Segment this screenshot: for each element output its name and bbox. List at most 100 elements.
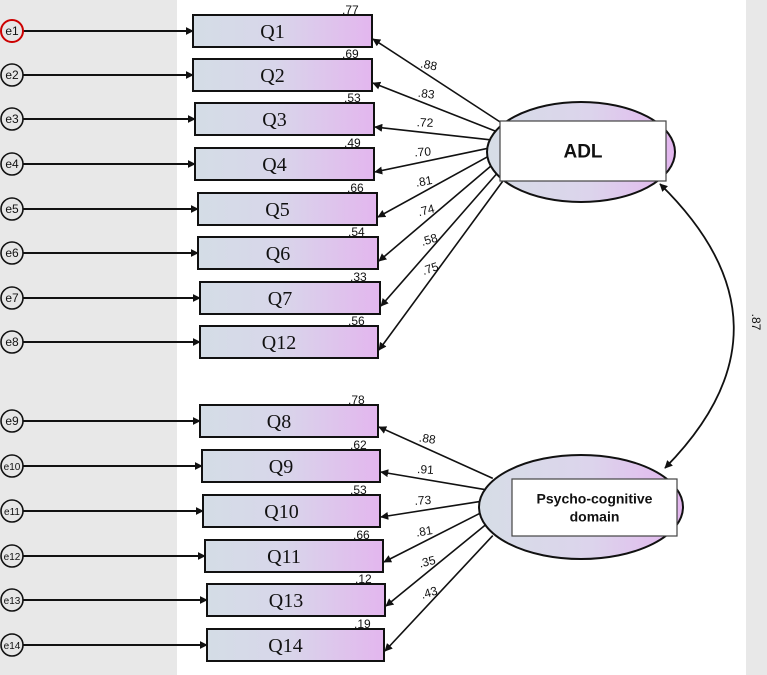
loading-label-q10: .73 — [414, 493, 432, 508]
loading-label-q12: .75 — [420, 259, 441, 278]
r2-label-q8: .78 — [348, 393, 365, 407]
error-label-e5: e5 — [5, 202, 19, 216]
r2-label-q5: .66 — [347, 181, 364, 195]
error-label-e4: e4 — [5, 157, 19, 171]
error-node-e10 — [0, 454, 24, 478]
loading-path-q13 — [385, 523, 487, 607]
loading-path-q9 — [380, 469, 487, 491]
error-node-e12 — [0, 544, 24, 568]
error-node-e4 — [0, 152, 24, 176]
r2-label-q9: .62 — [350, 438, 367, 452]
r2-label-q11: .66 — [353, 528, 370, 542]
loading-label-q8: .88 — [418, 430, 437, 446]
error-label-e9: e9 — [5, 414, 19, 428]
observed-box-q10 — [202, 494, 381, 528]
loading-path-q1 — [372, 38, 505, 126]
error-label-e7: e7 — [5, 291, 19, 305]
observed-label-q4: Q4 — [262, 154, 286, 176]
observed-label-q1: Q1 — [260, 21, 284, 43]
loading-path-q6 — [378, 163, 495, 262]
covariance-label: .87 — [749, 314, 763, 331]
observed-label-q9: Q9 — [269, 456, 293, 478]
loading-label-q6: .74 — [416, 201, 436, 219]
loading-path-q8 — [378, 426, 494, 480]
loading-path-q12 — [378, 179, 505, 351]
observed-box-q14 — [206, 628, 385, 662]
loading-path-q7 — [380, 171, 500, 307]
observed-label-q7: Q7 — [268, 288, 292, 310]
loading-label-q11: .81 — [415, 523, 434, 540]
error-node-e1 — [0, 19, 24, 43]
r2-label-q12: .56 — [348, 314, 365, 328]
left-gray-panel — [0, 0, 177, 675]
observed-label-q8: Q8 — [267, 411, 291, 433]
observed-box-q13 — [206, 583, 386, 617]
error-node-e14 — [0, 633, 24, 657]
r2-label-q2: .69 — [342, 47, 359, 61]
error-label-e2: e2 — [5, 68, 19, 82]
r2-label-q3: .53 — [344, 91, 361, 105]
loading-label-q1: .88 — [419, 56, 438, 73]
loading-path-q2 — [372, 81, 499, 134]
r2-label-q1: .77 — [342, 3, 359, 17]
observed-box-q8 — [199, 404, 379, 438]
error-node-e7 — [0, 286, 24, 310]
error-label-e11: e11 — [4, 507, 20, 518]
observed-label-q13: Q13 — [269, 590, 303, 612]
error-node-e13 — [0, 588, 24, 612]
covariance-arc — [659, 183, 735, 469]
loading-label-q4: .70 — [414, 144, 432, 159]
loading-path-q4 — [374, 147, 490, 175]
loading-label-q5: .81 — [415, 173, 434, 190]
latent-label-box-psy — [511, 478, 678, 537]
error-node-e8 — [0, 330, 24, 354]
error-node-e3 — [0, 107, 24, 131]
r2-label-q13: .12 — [355, 572, 372, 586]
error-label-e3: e3 — [5, 112, 19, 126]
latent-label-box-adl — [499, 120, 667, 182]
loading-path-q5 — [377, 155, 490, 218]
observed-box-q5 — [197, 192, 378, 226]
error-label-e13: e13 — [4, 596, 21, 607]
latent-label-psy-line-2: domain — [570, 508, 620, 524]
error-node-e5 — [0, 197, 24, 221]
observed-box-q7 — [199, 281, 381, 315]
observed-box-q6 — [197, 236, 379, 270]
r2-label-q6: .54 — [348, 225, 365, 239]
error-label-e6: e6 — [5, 246, 19, 260]
observed-label-q10: Q10 — [264, 501, 298, 523]
loading-label-q7: .58 — [419, 231, 439, 249]
r2-label-q10: .53 — [350, 483, 367, 497]
loading-path-q14 — [384, 535, 494, 652]
latent-label-adl: ADL — [563, 142, 602, 163]
observed-label-q5: Q5 — [265, 199, 289, 221]
loading-label-q13: .35 — [417, 553, 437, 571]
latent-label-psy-line-1: Psycho-cognitive — [537, 490, 653, 506]
error-label-e14: e14 — [4, 641, 21, 652]
observed-box-q2 — [192, 58, 373, 92]
loading-path-q3 — [374, 123, 494, 142]
observed-label-q12: Q12 — [262, 332, 296, 354]
loading-label-q14: .43 — [419, 584, 439, 602]
right-gray-strip — [746, 0, 767, 675]
observed-box-q4 — [194, 147, 375, 181]
observed-label-q11: Q11 — [267, 546, 301, 568]
error-node-e2 — [0, 63, 24, 87]
r2-label-q14: .19 — [354, 617, 371, 631]
error-label-e12: e12 — [4, 552, 21, 563]
error-node-e11 — [0, 499, 24, 523]
observed-label-q2: Q2 — [260, 65, 284, 87]
observed-box-q1 — [192, 14, 373, 48]
observed-box-q3 — [194, 102, 375, 136]
error-node-e9 — [0, 409, 24, 433]
observed-box-q12 — [199, 325, 379, 359]
error-label-e1: e1 — [5, 24, 19, 38]
observed-box-q11 — [204, 539, 384, 573]
loading-path-q11 — [383, 512, 482, 563]
observed-box-q9 — [201, 449, 381, 483]
r2-label-q4: .49 — [344, 136, 361, 150]
observed-label-q3: Q3 — [262, 109, 286, 131]
loading-path-q10 — [380, 500, 482, 520]
r2-label-q7: .33 — [350, 270, 367, 284]
